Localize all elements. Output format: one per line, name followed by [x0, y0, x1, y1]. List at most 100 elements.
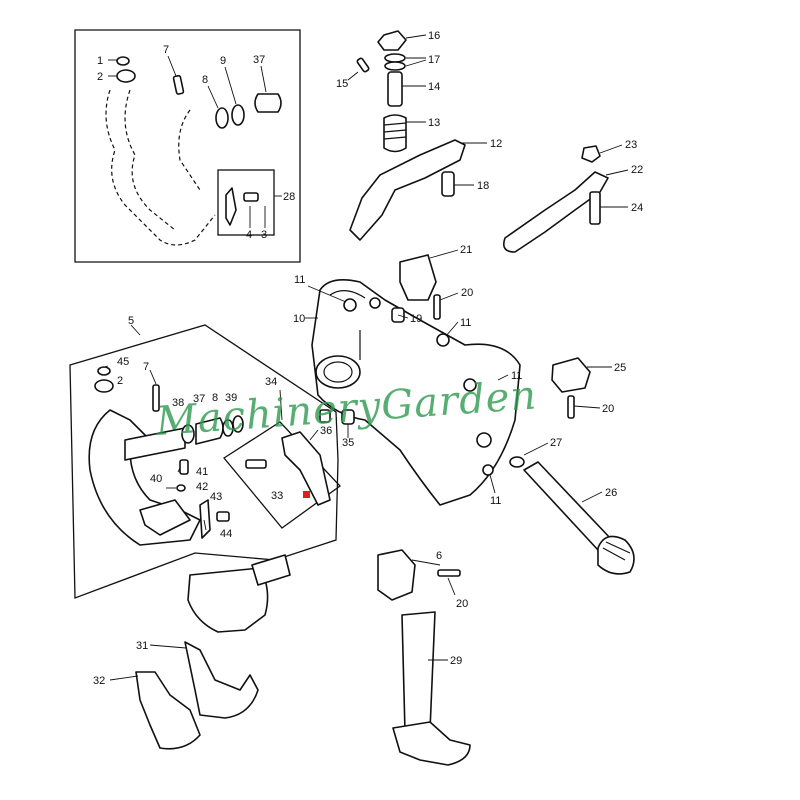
- top-link-12: [349, 139, 466, 241]
- sub-box-28: [217, 169, 275, 236]
- gear-25: [551, 357, 591, 393]
- callout-3: 3: [261, 229, 267, 241]
- inset-frame: [74, 29, 301, 263]
- callout-7-lower: 7: [143, 361, 149, 373]
- callout-36: 36: [320, 425, 332, 437]
- callout-2-lower: 2: [117, 375, 123, 387]
- plate-31: [184, 641, 259, 719]
- rod-14: [387, 71, 403, 107]
- callout-44: 44: [220, 528, 232, 540]
- callout-5: 5: [128, 315, 134, 327]
- grease-nipple-11a: [343, 298, 357, 312]
- inset-lift-arm: [69, 324, 341, 599]
- shaft-26: [523, 461, 613, 551]
- callout-31: 31: [136, 640, 148, 652]
- washer-38: [181, 424, 195, 444]
- lever-36: [281, 431, 331, 506]
- main-housing: [305, 279, 521, 506]
- callout-18: 18: [477, 180, 489, 192]
- callout-16: 16: [428, 30, 440, 42]
- bolt-24: [589, 191, 601, 225]
- pin-20-bottom: [437, 569, 461, 577]
- callout-35: 35: [342, 437, 354, 449]
- pin-15: [356, 57, 370, 73]
- callout-39: 39: [225, 392, 237, 404]
- washer-8: [215, 107, 229, 129]
- pin-7-lower: [152, 384, 160, 412]
- callout-21: 21: [460, 244, 472, 256]
- callout-10: 10: [293, 313, 305, 325]
- nut-1: [116, 56, 130, 66]
- callout-33: 33: [271, 490, 283, 502]
- upper-linkage: [347, 30, 487, 320]
- bushing-2-lower: [94, 379, 114, 393]
- callout-28: 28: [283, 191, 295, 203]
- callout-19: 19: [410, 313, 422, 325]
- callout-11-top: 11: [294, 274, 305, 286]
- callout-34: 34: [265, 376, 277, 388]
- right-shaft-group: [509, 357, 635, 575]
- hitch-housing: [311, 279, 521, 506]
- shim-44: [199, 499, 211, 539]
- callout-37: 37: [253, 54, 265, 66]
- washer-9: [231, 104, 245, 126]
- inset-upper-hitch: [74, 29, 301, 263]
- callout-38: 38: [172, 397, 184, 409]
- callout-11-right: 11: [460, 317, 471, 329]
- housing-bore: [315, 355, 361, 389]
- callout-32: 32: [93, 675, 105, 687]
- callout-41: 41: [196, 466, 208, 478]
- callout-14: 14: [428, 81, 440, 93]
- callout-15: 15: [336, 78, 348, 90]
- ring-27: [509, 456, 525, 468]
- pin-7: [172, 74, 185, 95]
- pin-20: [433, 294, 441, 320]
- sleeve-37: [254, 93, 282, 113]
- callout-2: 2: [97, 71, 103, 83]
- callout-22: 22: [631, 164, 643, 176]
- lever-22: [502, 171, 609, 253]
- callout-24: 24: [631, 202, 643, 214]
- red-marker: [303, 491, 310, 498]
- callout-26: 26: [605, 487, 617, 499]
- washer-42: [176, 484, 186, 492]
- callout-13: 13: [428, 117, 440, 129]
- inset-frame-left: [69, 324, 339, 599]
- grease-nipple-11c: [482, 464, 494, 476]
- spring-13: [383, 114, 407, 153]
- plate-40: [139, 499, 191, 536]
- callout-6: 6: [436, 550, 442, 562]
- callout-9: 9: [220, 55, 226, 67]
- cam-shaft: [251, 554, 291, 586]
- bolt-3: [243, 192, 259, 202]
- pin-18: [441, 171, 455, 197]
- callout-40: 40: [150, 473, 162, 485]
- washer-17b: [384, 61, 406, 71]
- gear-6: [377, 549, 416, 601]
- callout-42: 42: [196, 481, 208, 493]
- lever-22-group: [502, 144, 629, 253]
- castle-nut-16: [377, 30, 407, 51]
- shaft-29-end: [392, 721, 471, 766]
- callout-37-lower: 37: [193, 393, 205, 405]
- callout-1: 1: [97, 55, 103, 67]
- callout-8: 8: [202, 74, 208, 86]
- callout-20: 20: [461, 287, 473, 299]
- plate-32: [135, 671, 201, 750]
- grease-nipple-11b: [436, 333, 450, 347]
- washer-17a: [384, 53, 406, 63]
- callout-8-lower: 8: [212, 392, 218, 404]
- nut-45: [97, 366, 111, 376]
- callout-17: 17: [428, 54, 440, 66]
- screw-41: [179, 459, 189, 475]
- callout-20-bottom: 20: [456, 598, 468, 610]
- callout-11-bottom: 11: [490, 495, 501, 507]
- lower-parts: [109, 549, 471, 766]
- pin-20-right: [567, 395, 575, 419]
- callout-29: 29: [450, 655, 462, 667]
- shaft-29: [401, 611, 436, 733]
- callout-20-right: 20: [602, 403, 614, 415]
- shaft-arm: [124, 427, 186, 461]
- callout-45: 45: [117, 356, 129, 368]
